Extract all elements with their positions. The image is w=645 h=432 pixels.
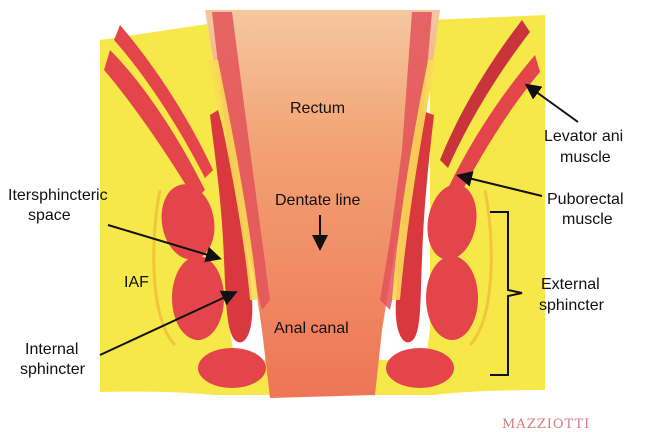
label-internal-1: Internal <box>25 341 78 358</box>
label-intersphincteric-1: Itersphincteric <box>8 187 108 204</box>
label-intersphincteric-2: space <box>28 207 71 224</box>
label-levator-1: Levator ani <box>544 128 623 145</box>
label-external-2: sphincter <box>539 297 605 314</box>
label-levator-2: muscle <box>560 149 611 166</box>
label-iaf: IAF <box>124 274 149 291</box>
artist-signature: MAZZIOTTI <box>502 417 590 432</box>
label-puborectal-1: Puborectal <box>547 191 624 208</box>
label-anal-canal: Anal canal <box>274 320 349 337</box>
label-internal-2: sphincter <box>20 361 86 378</box>
label-external-1: External <box>541 276 600 293</box>
label-puborectal-2: muscle <box>562 211 613 228</box>
label-dentate-line: Dentate line <box>275 192 360 209</box>
label-rectum: Rectum <box>290 100 345 117</box>
